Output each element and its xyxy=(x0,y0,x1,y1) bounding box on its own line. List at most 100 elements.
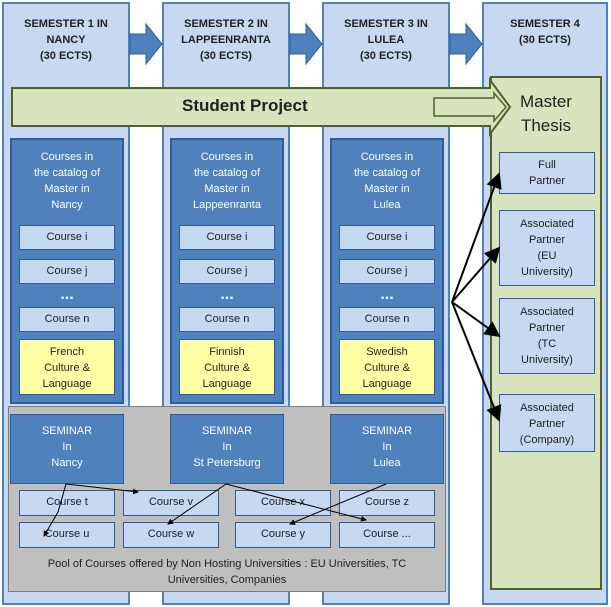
partner-line1: Associated xyxy=(520,306,574,318)
semester-2-title-line2: LAPPEENRANTA xyxy=(181,34,271,46)
master-thesis-title-line1: Master xyxy=(520,92,572,111)
pool-course: Course x xyxy=(235,490,331,516)
culture-language-box: Finnish Culture & Language xyxy=(179,339,275,395)
catalog-heading-line2: the catalog of xyxy=(353,167,421,179)
master-thesis-title: Master Thesis xyxy=(490,90,602,138)
seminar-line1: SEMINAR xyxy=(41,425,93,437)
partner-line2: Partner xyxy=(528,234,566,246)
semester-1-title-line1: SEMESTER 1 IN xyxy=(24,18,108,30)
catalog-heading-line2: the catalog of xyxy=(193,167,261,179)
culture-line3: Language xyxy=(202,378,252,390)
semester-4-ects: (30 ECTS) xyxy=(519,34,571,46)
partner-line2: Partner xyxy=(528,418,566,430)
catalog-heading-line4: Nancy xyxy=(51,199,83,211)
seminar-line2: In xyxy=(222,441,232,453)
pool-caption-line2: Universities, Companies xyxy=(167,574,287,586)
semester-1-ects: (30 ECTS) xyxy=(40,50,92,62)
catalog-heading-line4: Lappeenranta xyxy=(193,199,261,211)
catalog-heading-line3: Master in xyxy=(44,183,90,195)
pool-course: Course z xyxy=(339,490,435,516)
catalog-heading-line4: Lulea xyxy=(373,199,401,211)
partner-line4: University) xyxy=(521,354,573,366)
partner-line1: Associated xyxy=(520,218,574,230)
pool-course: Course t xyxy=(19,490,115,516)
seminar-line2: In xyxy=(382,441,392,453)
course-box: Course i xyxy=(19,225,115,250)
course-box: Course i xyxy=(339,225,435,250)
catalog-heading-line1: Courses in xyxy=(200,151,254,163)
catalog-heading-line1: Courses in xyxy=(40,151,94,163)
culture-line3: Language xyxy=(42,378,92,390)
seminar-line3: St Petersburg xyxy=(193,457,261,469)
pool-course: Course ... xyxy=(339,522,435,548)
arrow-sem1-to-sem2 xyxy=(129,22,163,66)
seminar-line1: SEMINAR xyxy=(361,425,413,437)
semester-3-title-line1: SEMESTER 3 IN xyxy=(344,18,428,30)
ellipsis: ... xyxy=(220,286,234,303)
ellipsis: ... xyxy=(60,286,74,303)
course-box: Course i xyxy=(179,225,275,250)
partner-associated-tc: Associated Partner (TC University) xyxy=(499,298,595,374)
course-box: Course n xyxy=(179,307,275,332)
pool-course: Course y xyxy=(235,522,331,548)
seminar-lulea: SEMINAR In Lulea xyxy=(330,414,444,484)
culture-line3: Language xyxy=(362,378,412,390)
partner-line3: (Company) xyxy=(519,434,575,446)
catalog-heading-lappeenranta: Courses in the catalog of Master in Lapp… xyxy=(172,149,282,213)
course-box: Course j xyxy=(179,259,275,284)
culture-line2: Culture & xyxy=(364,362,410,374)
semester-1-title-line2: NANCY xyxy=(46,34,86,46)
semester-2-title-line1: SEMESTER 2 IN xyxy=(184,18,268,30)
partner-line2: Partner xyxy=(528,322,566,334)
culture-line1: French xyxy=(49,346,85,358)
culture-line2: Culture & xyxy=(44,362,90,374)
seminar-line1: SEMINAR xyxy=(201,425,253,437)
pool-course: Course v xyxy=(123,490,219,516)
seminar-line3: Lulea xyxy=(373,457,401,469)
partner-line1: Associated xyxy=(520,402,574,414)
partner-line3: (EU xyxy=(537,250,557,262)
pool-caption: Pool of Courses offered by Non Hosting U… xyxy=(10,556,444,588)
seminar-line3: Nancy xyxy=(51,457,83,469)
catalog-heading-lulea: Courses in the catalog of Master in Lule… xyxy=(332,149,442,213)
pool-caption-line1: Pool of Courses offered by Non Hosting U… xyxy=(47,558,407,570)
course-box: Course j xyxy=(339,259,435,284)
partner-line1: Full xyxy=(538,159,556,171)
culture-line1: Finnish xyxy=(209,346,245,358)
catalog-heading-nancy: Courses in the catalog of Master in Nanc… xyxy=(12,149,122,213)
semester-4-title-line1: SEMESTER 4 xyxy=(510,18,580,30)
culture-language-box: Swedish Culture & Language xyxy=(339,339,435,395)
semester-3-title-line2: LULEA xyxy=(367,34,405,46)
pool-course: Course u xyxy=(19,522,115,548)
partner-associated-eu: Associated Partner (EU University) xyxy=(499,210,595,286)
course-box: Course j xyxy=(19,259,115,284)
semester-3-ects: (30 ECTS) xyxy=(360,50,412,62)
partner-full: Full Partner xyxy=(499,152,595,194)
arrow-sem3-to-sem4 xyxy=(449,22,483,66)
partner-line4: University) xyxy=(521,266,573,278)
arrow-sem2-to-sem3 xyxy=(289,22,323,66)
seminar-st-petersburg: SEMINAR In St Petersburg xyxy=(170,414,284,484)
pool-course: Course w xyxy=(123,522,219,548)
culture-line2: Culture & xyxy=(204,362,250,374)
partner-line2: Partner xyxy=(528,175,566,187)
partner-associated-company: Associated Partner (Company) xyxy=(499,394,595,452)
seminar-line2: In xyxy=(62,441,72,453)
course-box: Course n xyxy=(19,307,115,332)
catalog-heading-line2: the catalog of xyxy=(33,167,101,179)
course-box: Course n xyxy=(339,307,435,332)
semester-4-header: SEMESTER 4 (30 ECTS) xyxy=(484,16,606,48)
catalog-heading-line1: Courses in xyxy=(360,151,414,163)
catalog-heading-line3: Master in xyxy=(204,183,250,195)
culture-line1: Swedish xyxy=(366,346,408,358)
catalog-heading-line3: Master in xyxy=(364,183,410,195)
partner-line3: (TC xyxy=(537,338,557,350)
seminar-nancy: SEMINAR In Nancy xyxy=(10,414,124,484)
culture-language-box: French Culture & Language xyxy=(19,339,115,395)
semester-3-header: SEMESTER 3 IN LULEA (30 ECTS) xyxy=(324,16,448,64)
semester-1-header: SEMESTER 1 IN NANCY (30 ECTS) xyxy=(4,16,128,64)
ellipsis: ... xyxy=(380,286,394,303)
